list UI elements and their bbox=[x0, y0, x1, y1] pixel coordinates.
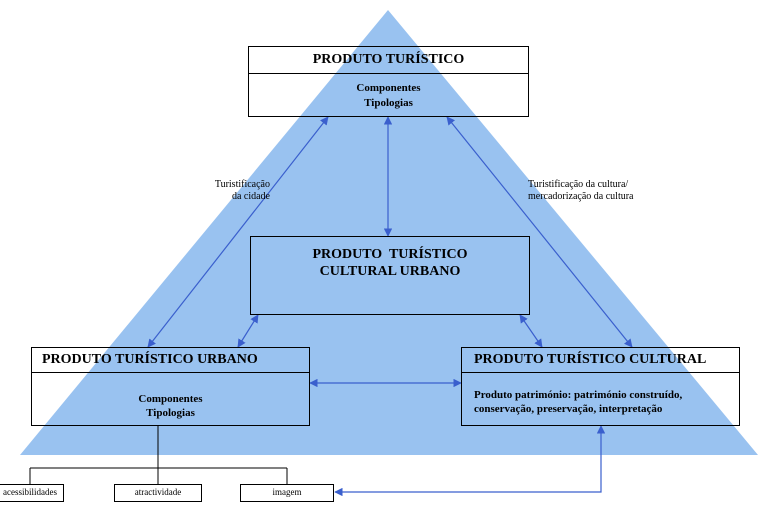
urban-box-line2: Tipologias bbox=[146, 407, 195, 419]
center-box-line2: CULTURAL URBANO bbox=[319, 264, 461, 279]
arrow-top-to-left bbox=[147, 116, 329, 348]
sub-item-acessibilidades: acessibilidades bbox=[0, 484, 64, 502]
cultural-box-line1: Produto património: património construíd… bbox=[474, 389, 683, 401]
label-turistificacao-cidade: Turistificação da cidade bbox=[170, 179, 270, 203]
cultural-box-divider bbox=[462, 372, 739, 373]
cultural-box: PRODUTO TURÍSTICO CULTURAL Produto patri… bbox=[461, 347, 740, 426]
top-box-title: PRODUTO TURÍSTICO bbox=[312, 52, 465, 67]
center-box: PRODUTO TURÍSTICO CULTURAL URBANO bbox=[250, 236, 530, 315]
arrow-center-to-left bbox=[237, 314, 259, 348]
top-box-divider bbox=[249, 73, 528, 74]
cultural-box-line2: conservação, preservação, interpretação bbox=[474, 403, 663, 415]
urban-box-divider bbox=[32, 372, 309, 373]
top-box-line2: Tipologias bbox=[364, 97, 413, 109]
label-left-line2: da cidade bbox=[231, 191, 270, 202]
urban-box: PRODUTO TURÍSTICO URBANO Componentes Tip… bbox=[31, 347, 310, 426]
label-right-line2: mercadorização da cultura bbox=[528, 191, 634, 202]
urban-box-title: PRODUTO TURÍSTICO URBANO bbox=[42, 352, 258, 367]
label-turistificacao-cultura: Turistificação da cultura/ mercadorizaçã… bbox=[528, 179, 708, 203]
center-box-line1: PRODUTO TURÍSTICO bbox=[312, 247, 468, 262]
label-right-line1: Turistificação da cultura/ bbox=[528, 179, 629, 190]
sub-item-imagem: imagem bbox=[240, 484, 334, 502]
sub-item-atractividade: atractividade bbox=[114, 484, 202, 502]
top-box-line1: Componentes bbox=[356, 82, 421, 94]
cultural-box-title: PRODUTO TURÍSTICO CULTURAL bbox=[474, 352, 707, 367]
arrow-center-to-right bbox=[519, 314, 543, 348]
label-left-line1: Turistificação bbox=[214, 179, 270, 190]
arrow-top-to-right bbox=[446, 116, 633, 348]
arrow-cultural-to-imagem bbox=[334, 425, 606, 497]
top-box: PRODUTO TURÍSTICO Componentes Tipologias bbox=[248, 46, 529, 117]
urban-box-line1: Componentes bbox=[138, 393, 203, 405]
